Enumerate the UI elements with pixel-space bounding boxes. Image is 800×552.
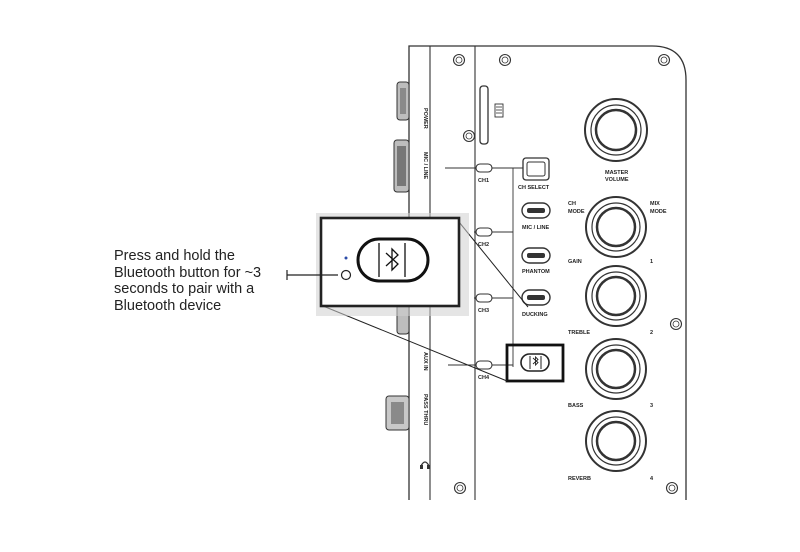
- ch1-led: [475, 163, 493, 173]
- ch-select-label: CH SELECT: [518, 185, 550, 191]
- battery-icon: [494, 103, 504, 118]
- ch1-label: CH1: [478, 178, 489, 184]
- bass-knob[interactable]: [585, 338, 647, 400]
- status-led: [340, 269, 352, 281]
- panel-screw: [665, 481, 679, 495]
- reverb-label: REVERB: [568, 476, 591, 482]
- bluetooth-button-zoomed: [356, 237, 430, 283]
- mic-line-label: MIC / LINE: [422, 152, 428, 180]
- bass-label: BASS: [568, 403, 584, 409]
- panel-outline: [408, 45, 687, 500]
- pointer-dot: [344, 256, 348, 260]
- pass-thru-jack: [385, 395, 410, 431]
- callout-line: [322, 305, 508, 382]
- ducking-button[interactable]: [521, 289, 551, 306]
- phantom-button[interactable]: [521, 247, 551, 264]
- panel-screw: [462, 129, 476, 143]
- ch3-led: [475, 293, 493, 303]
- mix-mode-label: MIX: [650, 201, 660, 207]
- bluetooth-icon: [532, 355, 539, 367]
- bluetooth-highlight-box: [505, 343, 565, 383]
- treble-label: TREBLE: [568, 330, 590, 336]
- ch2-label: CH2: [478, 242, 489, 248]
- gain-knob[interactable]: [585, 196, 647, 258]
- ch4-label: CH4: [478, 375, 490, 381]
- phantom-button-label: PHANTOM: [522, 269, 550, 275]
- aux-in-label: AUX IN: [422, 352, 428, 371]
- callout-line: [458, 221, 529, 308]
- mic-line-button[interactable]: [521, 202, 551, 219]
- instruction-line: Bluetooth device: [114, 297, 222, 314]
- mic-line-button-label: MIC / LINE: [522, 225, 550, 231]
- power-label: POWER: [422, 108, 428, 129]
- treble-number: 2: [650, 330, 653, 336]
- panel-screw: [453, 481, 467, 495]
- ch-mode-label: CH: [568, 201, 576, 207]
- ch2-led: [475, 227, 493, 237]
- panel-screw: [669, 317, 683, 331]
- slot: [479, 85, 489, 145]
- bass-number: 3: [650, 403, 653, 409]
- bluetooth-button[interactable]: [520, 353, 550, 372]
- master-volume-label: VOLUME: [605, 177, 629, 183]
- gain-number: 1: [650, 259, 653, 265]
- master-volume-label: MASTER: [605, 170, 628, 176]
- mix-mode-label: MODE: [650, 209, 667, 215]
- pass-thru-label: PASS THRU: [422, 394, 428, 425]
- instruction-caption: Press and hold the Bluetooth button for …: [114, 248, 304, 314]
- panel-screw: [452, 53, 466, 67]
- ch-mode-label: MODE: [568, 209, 585, 215]
- treble-knob[interactable]: [585, 265, 647, 327]
- ducking-button-label: DUCKING: [522, 312, 548, 318]
- master-volume-knob[interactable]: [584, 98, 648, 162]
- instruction-line: Press and hold the: [114, 248, 235, 264]
- headphones-icon: [420, 461, 430, 469]
- instruction-line: Bluetooth button for ~3: [114, 264, 262, 281]
- ch4-led: [475, 360, 493, 370]
- power-jack: [396, 81, 410, 121]
- gain-label: GAIN: [568, 259, 582, 265]
- ch3-label: CH3: [478, 308, 489, 314]
- panel-screw: [498, 53, 512, 67]
- bluetooth-icon: [385, 247, 399, 272]
- panel-screw: [657, 53, 671, 67]
- reverb-number: 4: [650, 476, 654, 482]
- instruction-line: seconds to pair with a: [114, 281, 255, 297]
- mic-line-jack: [393, 139, 410, 193]
- ch-select-button[interactable]: [522, 157, 550, 181]
- reverb-knob[interactable]: [585, 410, 647, 472]
